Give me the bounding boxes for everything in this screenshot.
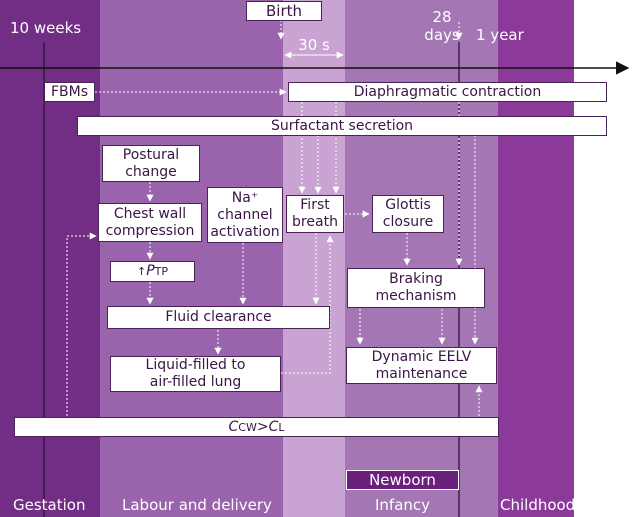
dotted-arrows xyxy=(66,20,483,416)
na-channel-box: Na⁺ channel activation xyxy=(207,187,283,243)
braking-box: Braking mechanism xyxy=(347,268,485,308)
cl-c: C xyxy=(268,418,279,435)
liquid-line1: Liquid-filled to xyxy=(145,357,246,373)
ptp-subscript: TP xyxy=(154,265,169,278)
start-age-label: 10 weeks xyxy=(10,19,82,37)
compliance-label: CCW>CL xyxy=(229,419,285,436)
eelv-box: Dynamic EELV maintenance xyxy=(346,347,497,384)
postural-line1: Postural xyxy=(122,146,180,163)
greater-than: > xyxy=(256,418,269,435)
fbms-box: FBMs xyxy=(44,82,95,102)
fbms-label: FBMs xyxy=(50,83,89,100)
days-label: 28 days xyxy=(418,8,466,44)
first-breath-line1: First xyxy=(300,197,330,213)
days-label-line1: 28 xyxy=(432,8,452,26)
surfactant-box: Surfactant secretion xyxy=(77,116,607,136)
liquid-line2: air-filled lung xyxy=(149,374,242,390)
braking-line2: mechanism xyxy=(375,288,457,304)
eelv-line2: maintenance xyxy=(375,365,468,382)
ccw-c: C xyxy=(228,418,239,435)
gestation-label: Gestation xyxy=(13,496,86,514)
glottis-line1: Glottis xyxy=(385,197,431,213)
newborn-box: Newborn xyxy=(346,470,459,490)
postural-line2: change xyxy=(125,163,177,180)
cl-subscript: L xyxy=(278,420,285,434)
surfactant-label: Surfactant secretion xyxy=(270,117,414,134)
ptp-box: ↑PTP xyxy=(110,261,195,282)
diaphragm-label: Diaphragmatic contraction xyxy=(353,83,542,100)
infancy-label: Infancy xyxy=(375,496,431,514)
diaphragm-box: Diaphragmatic contraction xyxy=(288,82,607,102)
na-line1: Na⁺ xyxy=(231,189,259,206)
compliance-box: CCW>CL xyxy=(14,417,499,437)
first-breath-line2: breath xyxy=(292,214,338,230)
chest-line2: compression xyxy=(105,222,195,239)
eelv-line1: Dynamic EELV xyxy=(371,348,472,365)
liquid-air-box: Liquid-filled to air-filled lung xyxy=(110,356,281,392)
birth-box: Birth xyxy=(246,1,322,21)
glottis-box: Glottis closure xyxy=(372,195,444,233)
ccw-subscript: CW xyxy=(238,420,257,434)
days-label-line2: days xyxy=(424,26,460,44)
year-label: 1 year xyxy=(476,26,524,44)
chest-wall-box: Chest wall compression xyxy=(98,203,202,242)
na-line3: activation xyxy=(210,223,280,240)
postural-box: Postural change xyxy=(102,145,200,182)
birth-label: Birth xyxy=(265,1,302,20)
fluid-clearance-box: Fluid clearance xyxy=(107,306,330,329)
glottis-line2: closure xyxy=(382,214,434,230)
na-line2: channel xyxy=(217,206,273,223)
labour-label: Labour and delivery xyxy=(122,496,272,514)
braking-line1: Braking xyxy=(389,271,443,287)
ptp-arrow: ↑ xyxy=(136,265,147,278)
fluid-label: Fluid clearance xyxy=(165,309,272,325)
first-breath-box: First breath xyxy=(286,195,344,233)
newborn-label: Newborn xyxy=(369,471,436,489)
childhood-label: Childhood xyxy=(500,496,576,514)
chest-line1: Chest wall xyxy=(113,205,187,222)
ptp-p: P xyxy=(146,263,155,279)
birth-window-label: 30 s xyxy=(298,36,330,54)
ptp-label: ↑PTP xyxy=(137,263,168,280)
